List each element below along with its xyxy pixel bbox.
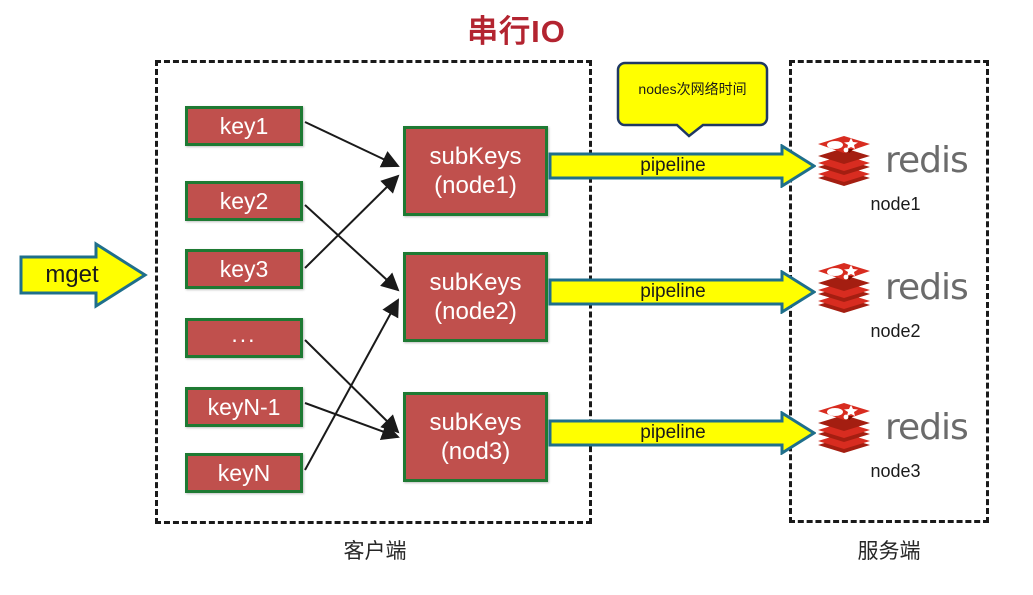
- pipeline-label-2: pipeline: [640, 281, 706, 302]
- redis-logo-icon: [818, 403, 870, 453]
- redis-logo-row: redis: [813, 397, 978, 459]
- subkeys-box-node1[interactable]: subKeys (node1): [403, 126, 548, 216]
- redis-logo-row: redis: [813, 257, 978, 319]
- redis-logo-row: redis: [813, 130, 978, 192]
- key-box-label: key1: [219, 112, 269, 139]
- redis-node-3[interactable]: redis node3: [813, 397, 978, 493]
- client-region-caption: 客户端: [343, 540, 407, 563]
- redis-node-caption: node2: [870, 321, 921, 341]
- redis-node-2[interactable]: redis node2: [813, 257, 978, 353]
- redis-node-caption: node3: [870, 461, 921, 481]
- redis-wordmark: redis: [885, 140, 969, 181]
- key-box-label: key3: [219, 255, 269, 282]
- subkeys-line-1: subKeys: [429, 409, 522, 436]
- pipeline-arrow-1: [548, 144, 816, 188]
- redis-wordmark: redis: [885, 267, 969, 308]
- redis-node-1[interactable]: redis node1: [813, 130, 978, 226]
- server-region-caption: 服务端: [857, 540, 921, 563]
- key-box-1[interactable]: key1: [185, 106, 303, 146]
- callout-text: nodes次网络时间: [638, 81, 747, 97]
- key-box-label: keyN-1: [207, 393, 281, 420]
- mget-arrow-icon: [19, 241, 148, 309]
- subkeys-line-2: (node1): [434, 172, 517, 199]
- key-box-3[interactable]: key3: [185, 249, 303, 289]
- key-box-n-minus-1[interactable]: keyN-1: [185, 387, 303, 427]
- redis-node-caption: node1: [870, 194, 921, 214]
- subkeys-line-2: (nod3): [440, 438, 511, 465]
- key-box-label: key2: [219, 187, 269, 214]
- key-box-n[interactable]: keyN: [185, 453, 303, 493]
- redis-logo-icon: [818, 136, 870, 186]
- callout-bubble: [616, 61, 769, 138]
- key-box-2[interactable]: key2: [185, 181, 303, 221]
- key-box-label: keyN: [217, 459, 271, 486]
- subkeys-line-1: subKeys: [429, 269, 522, 296]
- redis-wordmark: redis: [885, 407, 969, 448]
- key-box-label: ...: [231, 320, 257, 347]
- subkeys-box-node2[interactable]: subKeys (node2): [403, 252, 548, 342]
- subkeys-box-node3[interactable]: subKeys (nod3): [403, 392, 548, 482]
- pipeline-arrow-2: [548, 270, 816, 314]
- mget-label: mget: [45, 261, 99, 288]
- subkeys-line-1: subKeys: [429, 143, 522, 170]
- pipeline-label-1: pipeline: [640, 155, 706, 176]
- pipeline-label-3: pipeline: [640, 422, 706, 443]
- page-title: 串行IO: [467, 14, 566, 49]
- redis-logo-icon: [818, 263, 870, 313]
- pipeline-arrow-3: [548, 411, 816, 455]
- key-box-ellipsis[interactable]: ...: [185, 318, 303, 358]
- subkeys-line-2: (node2): [434, 298, 517, 325]
